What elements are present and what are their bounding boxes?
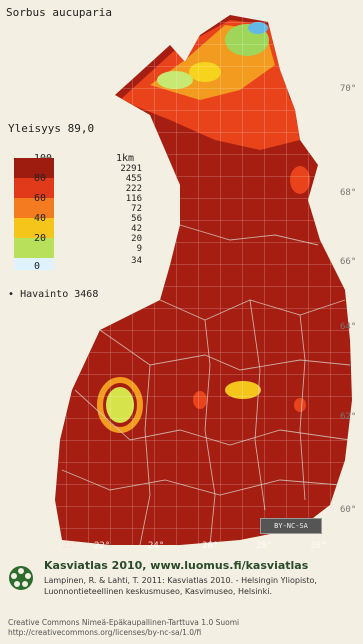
observations-readout: • Havainto 3468: [8, 289, 98, 300]
lat-label: 66°: [340, 257, 357, 267]
bullet-icon: •: [8, 289, 15, 300]
cc-license-badge: BY-NC-SA: [260, 518, 322, 534]
legend-km-0: 2291: [120, 164, 142, 174]
legend-swatch-0: [14, 258, 54, 270]
lat-label: 70°: [340, 84, 357, 94]
legend-pct-0: 0: [34, 261, 41, 272]
frequency-readout: Yleisyys 89,0: [8, 122, 94, 135]
legend-km-5: 56: [131, 214, 142, 224]
legend-km-6: 42: [131, 224, 142, 234]
frequency-value: 89,0: [67, 122, 95, 135]
municipal-borders: [61, 224, 351, 545]
legend: 100 1km 80 60 40 20 0 2291 455 222 116 7…: [8, 153, 158, 283]
legend-pct-80: 80: [34, 173, 47, 184]
legend-km-7: 20: [131, 234, 142, 244]
legend-pct-20: 20: [34, 233, 47, 244]
footer-citation: Lampinen, R. & Lahti, T. 2011: Kasviatla…: [44, 576, 317, 596]
legend-swatch-20: [14, 238, 54, 258]
lon-label: 28°: [256, 541, 273, 551]
frequency-label: Yleisyys: [8, 122, 61, 135]
lon-label: 24°: [148, 541, 165, 551]
legend-swatch-40: [14, 218, 54, 238]
lat-label: 60°: [340, 505, 357, 515]
legend-km-1: 455: [125, 174, 142, 184]
legend-km-3: 116: [125, 194, 142, 204]
observations-label: Havainto: [20, 289, 69, 300]
lat-label: 68°: [340, 188, 357, 198]
footer-title: Kasviatlas 2010, www.luomus.fi/kasviatla…: [44, 559, 309, 572]
lon-label: 22°: [94, 541, 111, 551]
legend-km-2: 222: [125, 184, 142, 194]
kasviatlas-logo-icon: [9, 566, 33, 590]
lon-label: 26°: [202, 541, 219, 551]
lon-label: 21°: [62, 541, 79, 551]
legend-swatch-60: [14, 198, 54, 218]
legend-swatch-80: [14, 178, 54, 198]
legend-km-4: 72: [131, 204, 142, 214]
lon-label: 30°: [310, 541, 327, 551]
legend-pct-60: 60: [34, 193, 47, 204]
legend-km-header: 1km: [116, 153, 135, 164]
legend-pct-40: 40: [34, 213, 47, 224]
observations-value: 3468: [74, 289, 99, 300]
lat-label: 64°: [340, 322, 357, 332]
species-name: Sorbus aucuparia: [6, 6, 112, 19]
legend-km-8: 9: [136, 244, 142, 254]
legend-km-9: 34: [131, 256, 142, 266]
lapland-white-patch: [116, 60, 140, 76]
footer-license: Creative Commons Nimeä-Epäkaupallinen-Ta…: [8, 618, 240, 637]
lat-label: 62°: [340, 412, 357, 422]
legend-swatch-100: [14, 158, 54, 178]
